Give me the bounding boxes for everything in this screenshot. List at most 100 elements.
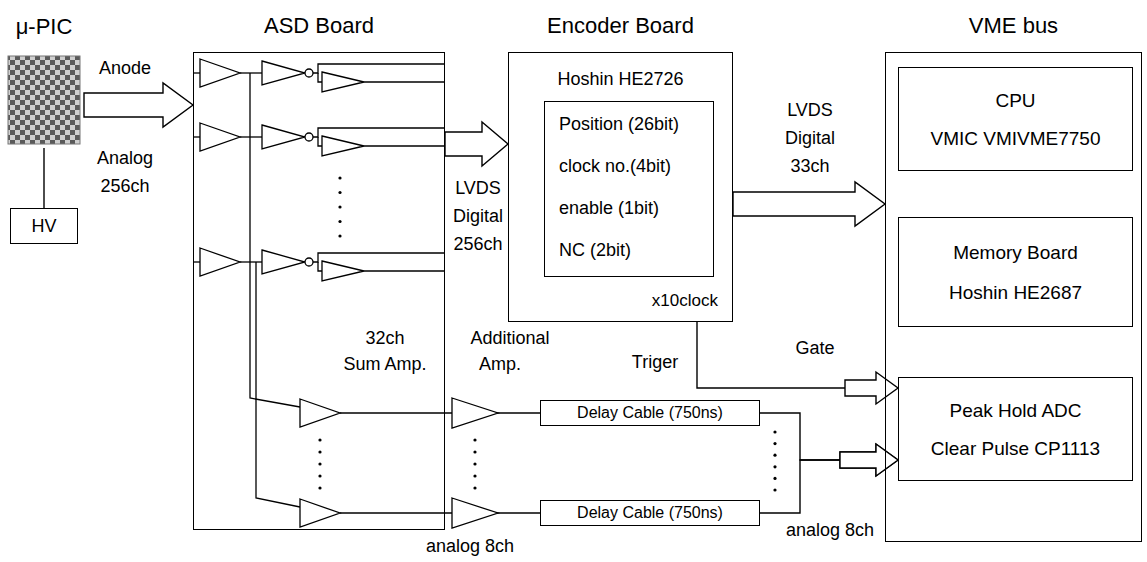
signal-label: Digital: [785, 128, 835, 149]
box-text: Hoshin HE2687: [949, 282, 1082, 304]
box-text: NC (2bit): [559, 240, 631, 261]
memory-board: Memory BoardHoshin HE2687: [898, 217, 1133, 327]
flow-arrow: [445, 122, 508, 166]
connector-path: [840, 444, 898, 476]
connector-path: [43, 148, 44, 208]
discriminator-symbol: [262, 61, 305, 85]
wire: [313, 64, 445, 73]
lvds-driver-symbol: [322, 72, 364, 92]
ellipsis-dot: [773, 477, 776, 480]
encoder-data-box: Position (26bit) clock no.(4bit) enable (1…: [544, 101, 714, 277]
box-text: Peak Hold ADC: [949, 400, 1081, 422]
connector-path: [840, 444, 898, 476]
box-text: CPU: [995, 90, 1035, 112]
ellipsis-dot: [773, 454, 776, 457]
box-text: HV: [31, 216, 56, 237]
ellipsis-dot: [773, 488, 776, 491]
box-text: Delay Cable (750ns): [577, 504, 723, 522]
additional-amp-symbol: [452, 498, 498, 528]
sum-amp-symbol: [300, 499, 340, 527]
board-title: ASD Board: [264, 13, 374, 38]
signal-label: LVDS: [787, 100, 833, 121]
wire: [250, 73, 300, 407]
ellipsis-dot: [318, 486, 321, 489]
ellipsis-dot: [338, 176, 341, 179]
lvds-driver-symbol: [322, 261, 364, 281]
asd-board: ASD Board: [193, 52, 445, 530]
signal-label: Anode: [99, 58, 151, 79]
signal-label: LVDS: [455, 178, 501, 199]
ellipsis-dot: [338, 205, 341, 208]
flow-arrow: [760, 413, 898, 476]
ellipsis-dot: [318, 474, 321, 477]
box-text: Clear Pulse CP1113: [931, 438, 1100, 460]
ellipsis-dot: [473, 474, 476, 477]
signal-label: 33ch: [790, 156, 829, 177]
box-text: x10clock: [652, 291, 718, 311]
ellipsis-dot: [338, 220, 341, 223]
wire: [193, 72, 200, 73]
ellipsis-dot: [318, 438, 321, 441]
flow-arrow: [697, 322, 898, 404]
connector-path: [760, 413, 841, 460]
delay-cable: Delay Cable (750ns): [540, 500, 760, 526]
lvds-driver-symbol: [322, 136, 364, 156]
discriminator-symbol: [262, 250, 305, 274]
hv-box: HV: [10, 208, 78, 244]
connector-path: [733, 182, 885, 226]
wire: [313, 128, 445, 137]
signal-label: Analog: [97, 148, 153, 169]
wire: [340, 412, 445, 413]
encoder-board: Encoder BoardHoshin HE2726x10clockPositi…: [508, 52, 733, 322]
wire: [193, 136, 200, 137]
wire: [240, 136, 262, 137]
wire: [364, 145, 445, 146]
flow-arrow: [84, 83, 193, 127]
wire: [240, 261, 262, 262]
preamp-symbol: [200, 248, 240, 276]
board-title: μ-PIC: [16, 14, 73, 39]
ellipsis-dot: [473, 438, 476, 441]
cpu-board: CPUVMIC VMIVME7750: [898, 67, 1133, 171]
signal-label: Gate: [795, 338, 834, 359]
ellipsis-dot: [473, 462, 476, 465]
connector-path: [760, 460, 841, 513]
wire: [256, 262, 300, 507]
signal-label: Amp.: [479, 354, 521, 375]
board-title: Encoder Board: [547, 13, 694, 38]
wire: [364, 270, 445, 271]
detector-label: μ-PIC: [6, 52, 82, 148]
signal-label: Triger: [632, 352, 678, 373]
vme-bus: VME busCPUVMIC VMIVME7750Memory BoardHos…: [885, 52, 1142, 542]
wire: [240, 72, 262, 73]
box-text: enable (1bit): [559, 198, 659, 219]
inverter-bubble: [305, 258, 313, 266]
signal-wire: [44, 148, 45, 208]
ellipsis-dot: [338, 191, 341, 194]
connector-path: [84, 83, 193, 127]
box-text: Position (26bit): [559, 114, 679, 135]
inverter-bubble: [305, 69, 313, 77]
connector-path: [445, 122, 508, 166]
delay-cable: Delay Cable (750ns): [540, 400, 760, 426]
signal-label: Sum Amp.: [343, 354, 426, 375]
box-text: Hoshin HE2726: [557, 69, 683, 90]
wire: [340, 512, 445, 513]
preamp-symbol: [200, 59, 240, 87]
flow-arrow: [760, 444, 898, 513]
ellipsis-dot: [318, 450, 321, 453]
sum-amp-symbol: [300, 399, 340, 427]
signal-label: Digital: [453, 206, 503, 227]
ellipsis-dot: [773, 465, 776, 468]
signal-label: 32ch: [365, 328, 404, 349]
connector-path: [697, 322, 846, 388]
box-text: clock no.(4bit): [559, 156, 671, 177]
box-text: Memory Board: [953, 242, 1078, 264]
signal-label: 256ch: [453, 234, 502, 255]
ellipsis-dot: [773, 430, 776, 433]
signal-label: Additional: [470, 328, 549, 349]
ellipsis-dot: [773, 442, 776, 445]
ellipsis-dot: [473, 486, 476, 489]
adc-board: Peak Hold ADC Clear Pulse CP1113: [898, 377, 1133, 481]
